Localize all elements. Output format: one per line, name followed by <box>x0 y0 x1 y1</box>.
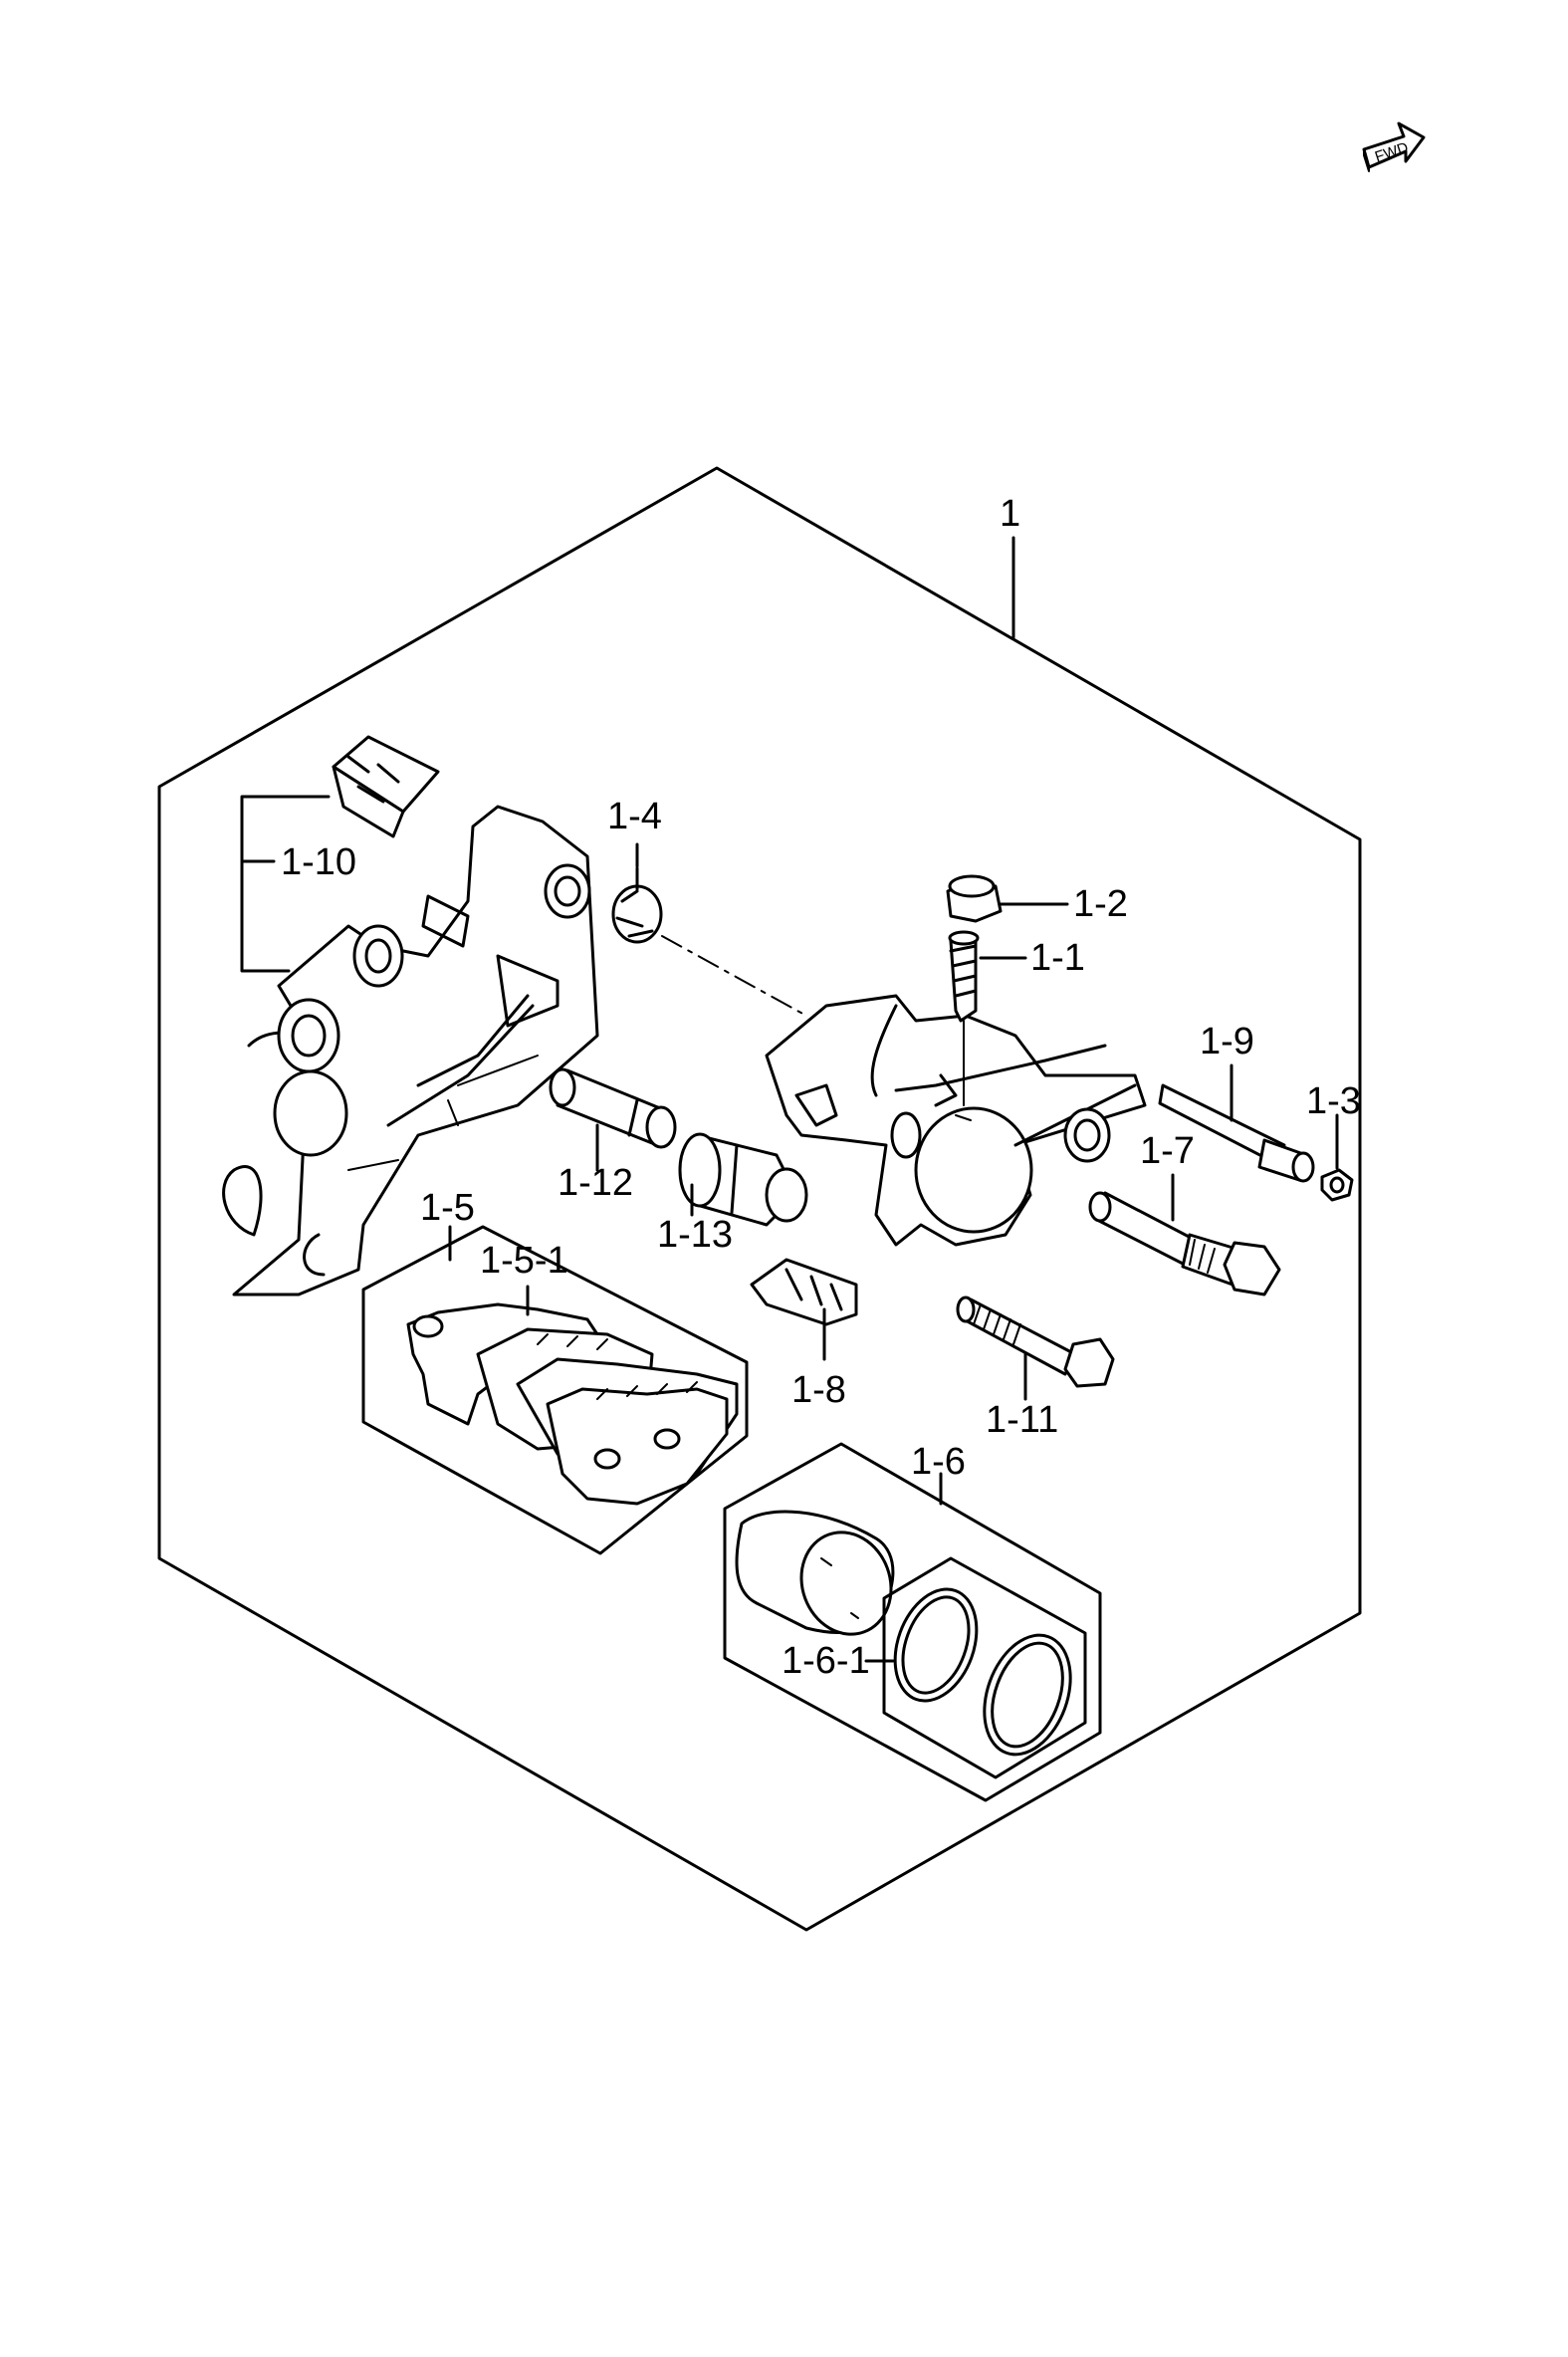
callout-1-6[interactable]: 1-6 <box>911 1441 966 1483</box>
callout-1-8[interactable]: 1-8 <box>791 1369 846 1411</box>
callout-1-1[interactable]: 1-1 <box>1030 937 1085 979</box>
piston-set-boundary <box>723 1442 1102 1802</box>
fwd-arrow-icon: FWD <box>1362 121 1426 172</box>
callout-1-6-1[interactable]: 1-6-1 <box>782 1640 870 1682</box>
bleeder-valve[interactable] <box>948 930 980 1023</box>
bleeder-cap[interactable] <box>946 874 1003 923</box>
pin-plug[interactable] <box>1320 1168 1354 1202</box>
callout-1-5[interactable]: 1-5 <box>420 1187 475 1229</box>
caliper-body[interactable] <box>765 994 1147 1247</box>
callout-1-7[interactable]: 1-7 <box>1140 1130 1195 1172</box>
caliper-bracket[interactable] <box>222 805 599 1296</box>
pad-pin[interactable] <box>1158 1083 1315 1183</box>
pad-spring-clip[interactable] <box>332 735 440 838</box>
pad-set-boundary <box>361 1225 749 1555</box>
callout-1-11[interactable]: 1-11 <box>986 1399 1058 1441</box>
pad-retainer[interactable] <box>750 1258 858 1326</box>
boot-seal[interactable] <box>611 884 663 944</box>
mounting-bolt[interactable] <box>956 1296 1115 1388</box>
sleeve-boot[interactable] <box>678 1132 808 1227</box>
callout-1-4[interactable]: 1-4 <box>607 796 662 837</box>
slide-pin[interactable] <box>549 1067 677 1149</box>
seal-set-boundary <box>882 1556 1087 1779</box>
assembly-boundary <box>157 466 1362 1932</box>
callout-1-3[interactable]: 1-3 <box>1306 1080 1361 1122</box>
callout-1[interactable]: 1 <box>1000 493 1020 535</box>
callout-1-5-1[interactable]: 1-5-1 <box>480 1240 568 1282</box>
callout-1-12[interactable]: 1-12 <box>558 1162 633 1204</box>
piston-seals[interactable] <box>880 1578 1085 1767</box>
brake-pad-set[interactable] <box>406 1302 739 1506</box>
callout-1-13[interactable]: 1-13 <box>657 1214 733 1256</box>
callout-1-9[interactable]: 1-9 <box>1200 1021 1254 1062</box>
callout-1-10[interactable]: 1-10 <box>281 841 356 883</box>
bracket-bolt[interactable] <box>1088 1191 1281 1296</box>
piston[interactable] <box>735 1510 905 1647</box>
callout-1-2[interactable]: 1-2 <box>1073 883 1128 925</box>
